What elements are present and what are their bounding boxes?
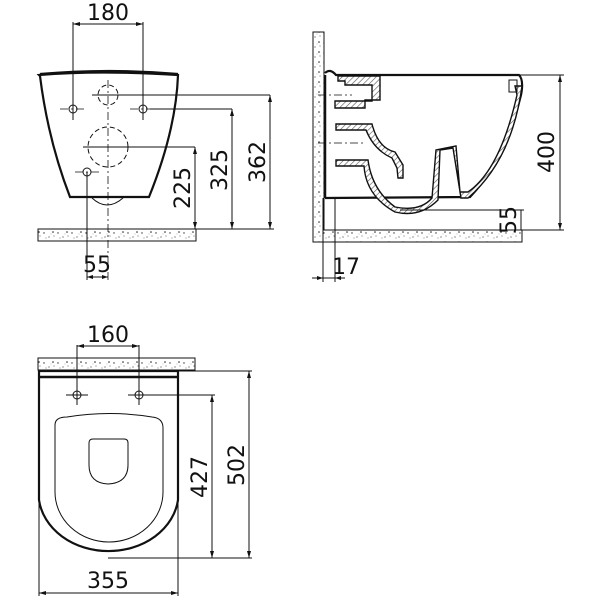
seat-lid xyxy=(54,413,164,543)
dim-225: 225 xyxy=(171,167,196,209)
bowl-wall xyxy=(335,85,523,215)
seat-handle xyxy=(88,438,129,485)
dim-160: 160 xyxy=(87,323,129,348)
dim-362: 362 xyxy=(246,141,271,183)
floor-slab xyxy=(37,228,197,242)
inlet-channel xyxy=(334,75,381,109)
dim-355: 355 xyxy=(87,569,129,594)
dim-17: 17 xyxy=(332,255,360,280)
dim-325: 325 xyxy=(208,149,233,191)
dim-55-side: 55 xyxy=(497,206,522,234)
dim-400: 400 xyxy=(535,131,560,173)
side-section-view: 400 55 17 xyxy=(312,31,564,282)
wall-strip xyxy=(37,357,196,371)
dim-427: 427 xyxy=(188,456,213,498)
trap-wall xyxy=(335,123,404,179)
top-view: 160 427 502 355 xyxy=(37,323,252,596)
front-view: 180 225 325 362 55 xyxy=(36,1,274,280)
bowl-front-outline xyxy=(36,71,180,199)
dim-55-front: 55 xyxy=(83,253,111,278)
dim-180: 180 xyxy=(87,1,129,26)
outlet-stub xyxy=(91,197,124,206)
bowl-side-outline xyxy=(324,69,524,200)
dim-502: 502 xyxy=(225,444,250,486)
bowl-top-outline xyxy=(37,369,180,553)
